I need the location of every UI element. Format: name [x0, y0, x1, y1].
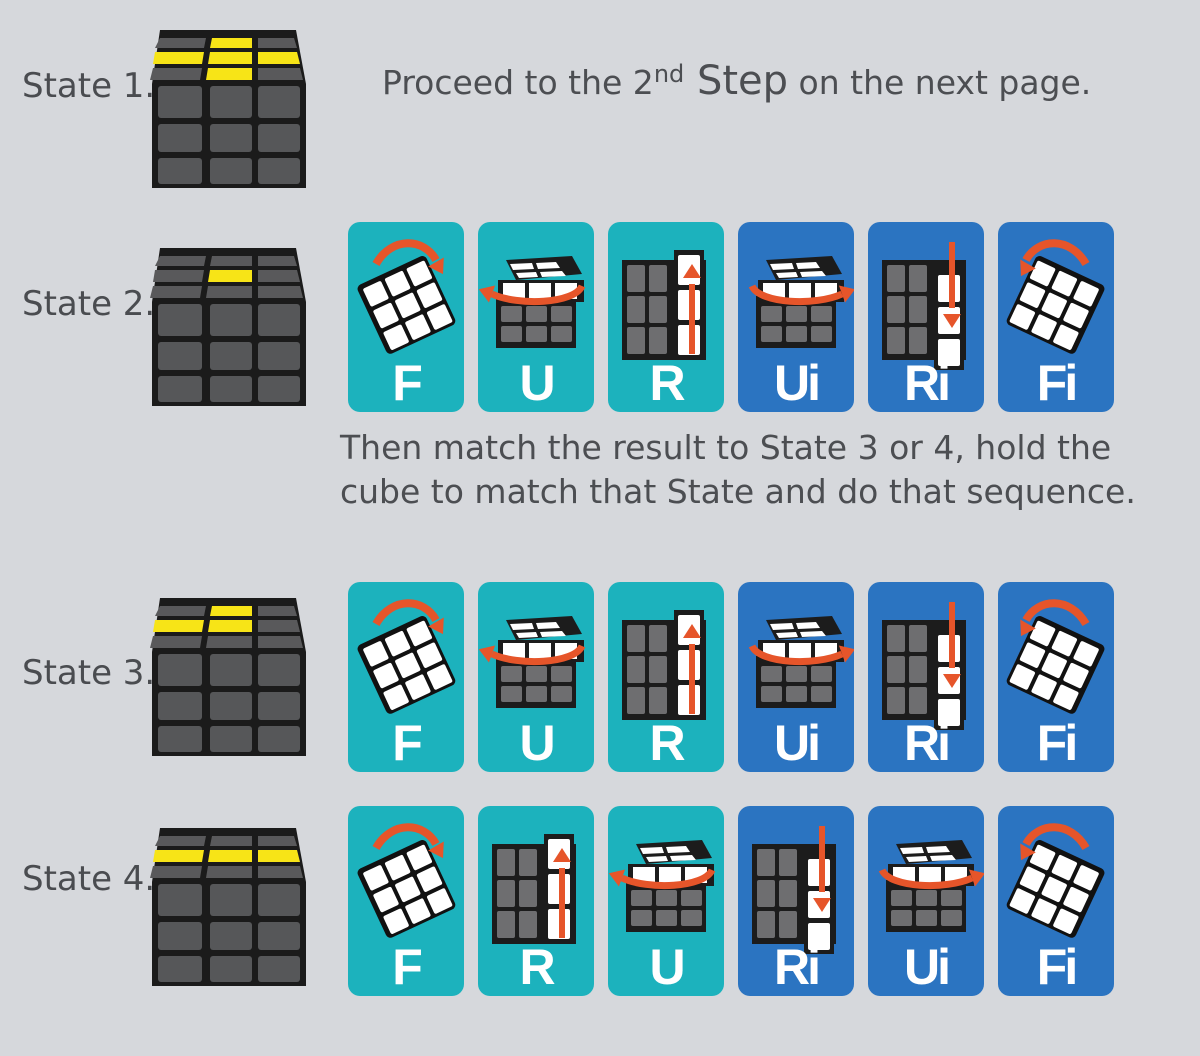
proceed-instruction: Proceed to the 2nd Step on the next page…	[382, 58, 1091, 104]
move-label: R	[649, 715, 685, 771]
move-label: F	[392, 715, 423, 771]
state-2-sequence: F U R Ui Ri Fi	[348, 222, 1114, 414]
right-down-icon	[882, 602, 966, 730]
move-label: Fi	[1036, 715, 1078, 771]
top-rotate-left-icon	[608, 840, 716, 932]
state-1-label: State 1.	[22, 66, 156, 106]
state-3-label: State 3.	[22, 653, 156, 693]
right-down-icon	[882, 242, 966, 370]
top-rotate-right-icon	[878, 840, 984, 932]
move-label: Fi	[1036, 939, 1078, 995]
top-rotate-left-icon	[478, 616, 586, 708]
move-label: U	[649, 939, 685, 995]
front-rotate-inverse-icon	[1006, 599, 1105, 714]
top-rotate-left-icon	[478, 256, 586, 348]
front-rotate-icon	[357, 823, 456, 938]
move-card-ri: Ri	[868, 582, 984, 772]
move-card-fi: Fi	[998, 582, 1114, 772]
state-3-cube-icon	[150, 590, 310, 764]
move-label: F	[392, 355, 423, 411]
top-rotate-right-icon	[748, 616, 854, 708]
move-label: Ui	[774, 355, 821, 411]
move-card-r: R	[608, 222, 724, 412]
state-1-cube-icon	[150, 22, 310, 196]
move-card-u: U	[478, 222, 594, 412]
move-label: U	[519, 355, 555, 411]
match-instruction-line-1: Then match the result to State 3 or 4, h…	[340, 428, 1112, 467]
move-card-f: F	[348, 806, 464, 996]
move-label: R	[519, 939, 555, 995]
move-label: Ri	[904, 715, 951, 771]
front-rotate-icon	[357, 239, 456, 354]
move-card-fi: Fi	[998, 806, 1114, 996]
match-instruction-line-2: cube to match that State and do that seq…	[340, 472, 1136, 511]
right-up-icon	[622, 250, 706, 360]
move-card-f: F	[348, 222, 464, 412]
state-2-label: State 2.	[22, 284, 156, 324]
proceed-step: Step	[684, 58, 789, 104]
move-label: R	[649, 355, 685, 411]
move-label: Ri	[774, 939, 821, 995]
move-label: Ui	[774, 715, 821, 771]
state-4-sequence: F R U Ri Ui Fi	[348, 806, 1114, 998]
right-up-icon	[622, 610, 706, 720]
move-label: Fi	[1036, 355, 1078, 411]
right-down-icon	[752, 826, 836, 954]
front-rotate-inverse-icon	[1006, 823, 1105, 938]
move-card-r: R	[608, 582, 724, 772]
proceed-text-1: Proceed to the 2	[382, 63, 654, 102]
right-up-icon	[492, 834, 576, 944]
move-card-u: U	[608, 806, 724, 996]
proceed-text-2: on the next page.	[788, 63, 1092, 102]
front-rotate-icon	[357, 599, 456, 714]
top-rotate-right-icon	[748, 256, 854, 348]
move-card-f: F	[348, 582, 464, 772]
move-label: Ri	[904, 355, 951, 411]
state-2-cube-icon	[150, 240, 310, 414]
state-4-cube-icon	[150, 820, 310, 994]
move-card-ri: Ri	[738, 806, 854, 996]
move-label: Ui	[904, 939, 951, 995]
move-card-fi: Fi	[998, 222, 1114, 412]
state-4-label: State 4.	[22, 859, 156, 899]
move-card-ui: Ui	[868, 806, 984, 996]
move-card-ui: Ui	[738, 222, 854, 412]
move-label: U	[519, 715, 555, 771]
move-card-ri: Ri	[868, 222, 984, 412]
state-3-sequence: F U R Ui Ri Fi	[348, 582, 1114, 774]
proceed-superscript: nd	[653, 60, 685, 88]
front-rotate-inverse-icon	[1006, 239, 1105, 354]
move-card-u: U	[478, 582, 594, 772]
move-card-r: R	[478, 806, 594, 996]
move-card-ui: Ui	[738, 582, 854, 772]
move-label: F	[392, 939, 423, 995]
